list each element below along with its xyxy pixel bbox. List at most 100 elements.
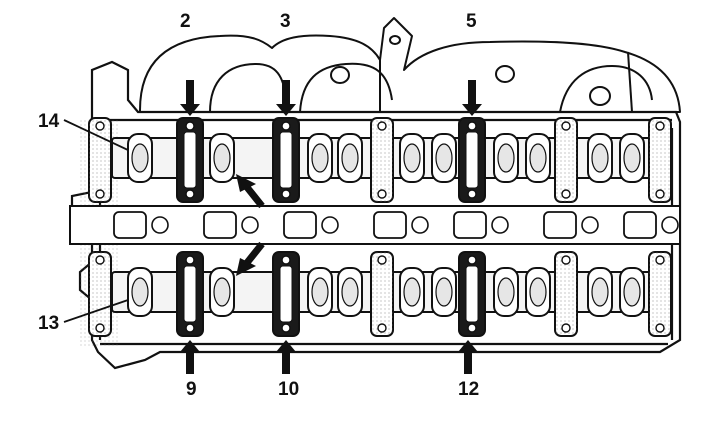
cap-bolt [185,323,195,333]
spark-plug-recess [203,211,237,239]
cap-bolt [561,121,571,131]
callout-label-13: 13 [38,313,60,334]
leader-line-14 [63,119,129,151]
bearing-cap-shading [555,118,577,202]
cap-bolt [281,323,291,333]
bolt-hole [321,216,339,234]
cap-bolt [467,189,477,199]
cam-lobe-face [311,143,329,173]
cap-bolt [281,189,291,199]
cam-lobe-face [403,143,421,173]
cam-lobe-face [131,143,149,173]
arrows [180,80,482,374]
cam-lobe-face [341,143,359,173]
bolt-hole [661,216,679,234]
callout-label-5: 5 [466,11,477,32]
cam-lobe-face [131,277,149,307]
callout-label-10: 10 [278,379,300,400]
callout-label-14: 14 [38,111,60,132]
spark-plug-recess [453,211,487,239]
bearing-cap-face [279,131,293,189]
cap-bolt [377,255,387,265]
cap-bolt [95,121,105,131]
arrow-cap-5-shaft [468,80,476,106]
cap-bolt [561,189,571,199]
cam-lobe-face [529,277,547,307]
bearing-cap-shading [555,252,577,336]
diagonal-arrow-up-shaft [243,183,265,209]
cam-lobe-face [497,143,515,173]
bearing-cap-face [183,265,197,323]
bearing-cap-shading [371,118,393,202]
cap-bolt [95,255,105,265]
bearing-cap-face [465,265,479,323]
arrow-cap-10-head [276,340,296,352]
bearing-cap-shading [371,252,393,336]
bearing-cap-shading [649,118,671,202]
cap-bolt [377,121,387,131]
cam-lobe-face [213,143,231,173]
arrow-cap-3-shaft [282,80,290,106]
exhaust-manifold [139,17,681,113]
cap-bolt [377,189,387,199]
callout-label-12: 12 [458,379,480,400]
cap-bolt [561,323,571,333]
arrow-cap-12-shaft [464,350,472,374]
bolt-hole [491,216,509,234]
cam-lobe-face [403,277,421,307]
center-spark-plug-bar [69,205,681,245]
bolt-hole [581,216,599,234]
cap-bolt [467,323,477,333]
arrow-cap-3-head [276,104,296,116]
arrow-cap-2-head [180,104,200,116]
bolt-hole [151,216,169,234]
bearing-cap-face [183,131,197,189]
callout-label-9: 9 [186,379,197,400]
cam-lobe-face [435,277,453,307]
spark-plug-recess [543,211,577,239]
arrow-cap-5-head [462,104,482,116]
bolt-hole [411,216,429,234]
cam-lobe-face [623,143,641,173]
cam-lobe-face [497,277,515,307]
arrow-cap-12-head [458,340,478,352]
cap-bolt [185,189,195,199]
callout-label-2: 2 [180,11,191,32]
spark-plug-recess [113,211,147,239]
cap-bolt [95,189,105,199]
cap-bolt [655,121,665,131]
cap-bolt [281,121,291,131]
cam-lobe-face [311,277,329,307]
bearing-cap-face [279,265,293,323]
cam-lobe-face [591,143,609,173]
leader-line-13 [63,299,129,323]
callout-label-3: 3 [280,11,291,32]
bolt-hole [241,216,259,234]
cap-bolt [467,121,477,131]
arrow-cap-10-shaft [282,350,290,374]
diagonal-arrow-down-shaft [243,241,265,267]
arrow-cap-9-shaft [186,350,194,374]
spark-plug-recess [283,211,317,239]
cap-bolt [95,323,105,333]
bearing-cap-shading [89,252,111,336]
cap-bolt [377,323,387,333]
arrow-cap-9-head [180,340,200,352]
arrow-cap-2-shaft [186,80,194,106]
diagonal-arrow-up-head [236,174,256,192]
spark-plug-recess [373,211,407,239]
cap-bolt [655,189,665,199]
cap-bolt [185,255,195,265]
cap-bolt [467,255,477,265]
cam-lobe-face [341,277,359,307]
cap-bolt [655,323,665,333]
cam-lobe-face [623,277,641,307]
cam-lobe-face [591,277,609,307]
cap-bolt [185,121,195,131]
cap-bolt [655,255,665,265]
spark-plug-recess [623,211,657,239]
upper-camshaft [111,133,673,183]
cap-bolt [281,255,291,265]
